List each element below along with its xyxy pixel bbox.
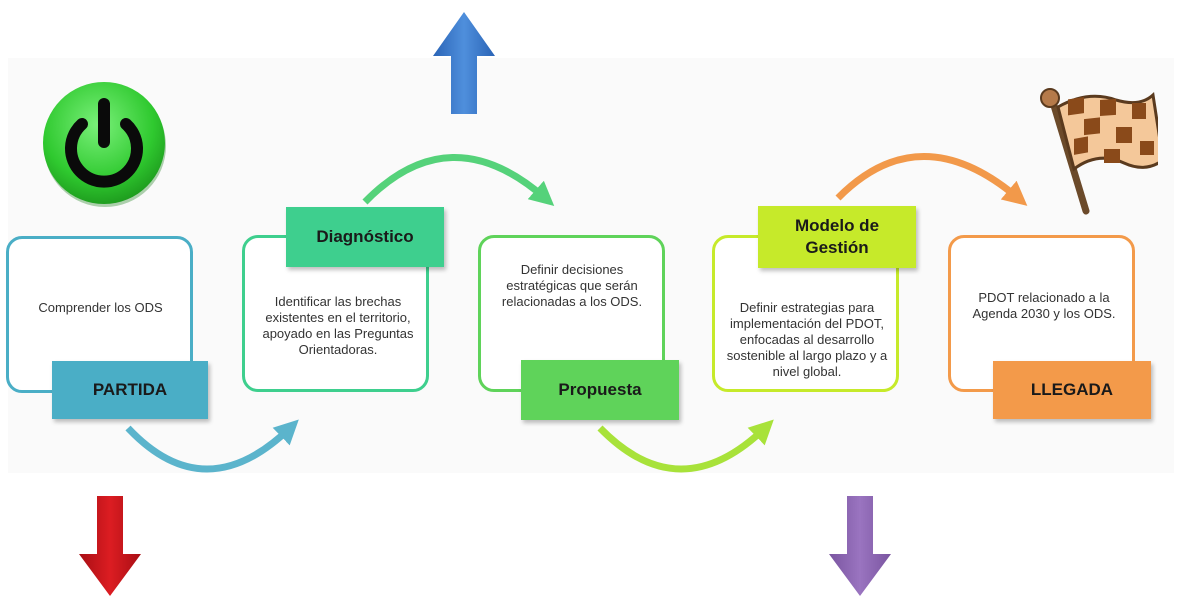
step-label-modelo: Modelo de Gestión [758,206,916,268]
arc-modelo-to-llegada [835,153,1028,206]
checkered-flag-icon [1040,88,1158,215]
step-text-llegada: PDOT relacionado a la Agenda 2030 y los … [972,290,1116,321]
arc-diagnostico-to-propuesta [362,154,555,207]
step-text-diagnostico: Identificar las brechas existentes en el… [262,294,414,357]
up-arrow-icon [433,12,495,114]
step-label-llegada: LLEGADA [993,361,1151,419]
step-text-propuesta: Definir decisiones estratégicas que será… [501,262,643,309]
power-icon [43,82,166,207]
step-label-diagnostico: Diagnóstico [286,207,444,267]
step-label-propuesta: Propuesta [521,360,679,420]
step-text-modelo: Definir estrategias para implementación … [726,300,888,379]
down-arrow-icon [829,496,891,596]
arc-partida-to-diagnostico [125,419,299,473]
step-label-partida: PARTIDA [52,361,208,419]
down-arrow-icon [79,496,141,596]
arc-propuesta-to-modelo [597,419,774,473]
step-text-partida: Comprender los ODS [38,300,163,315]
